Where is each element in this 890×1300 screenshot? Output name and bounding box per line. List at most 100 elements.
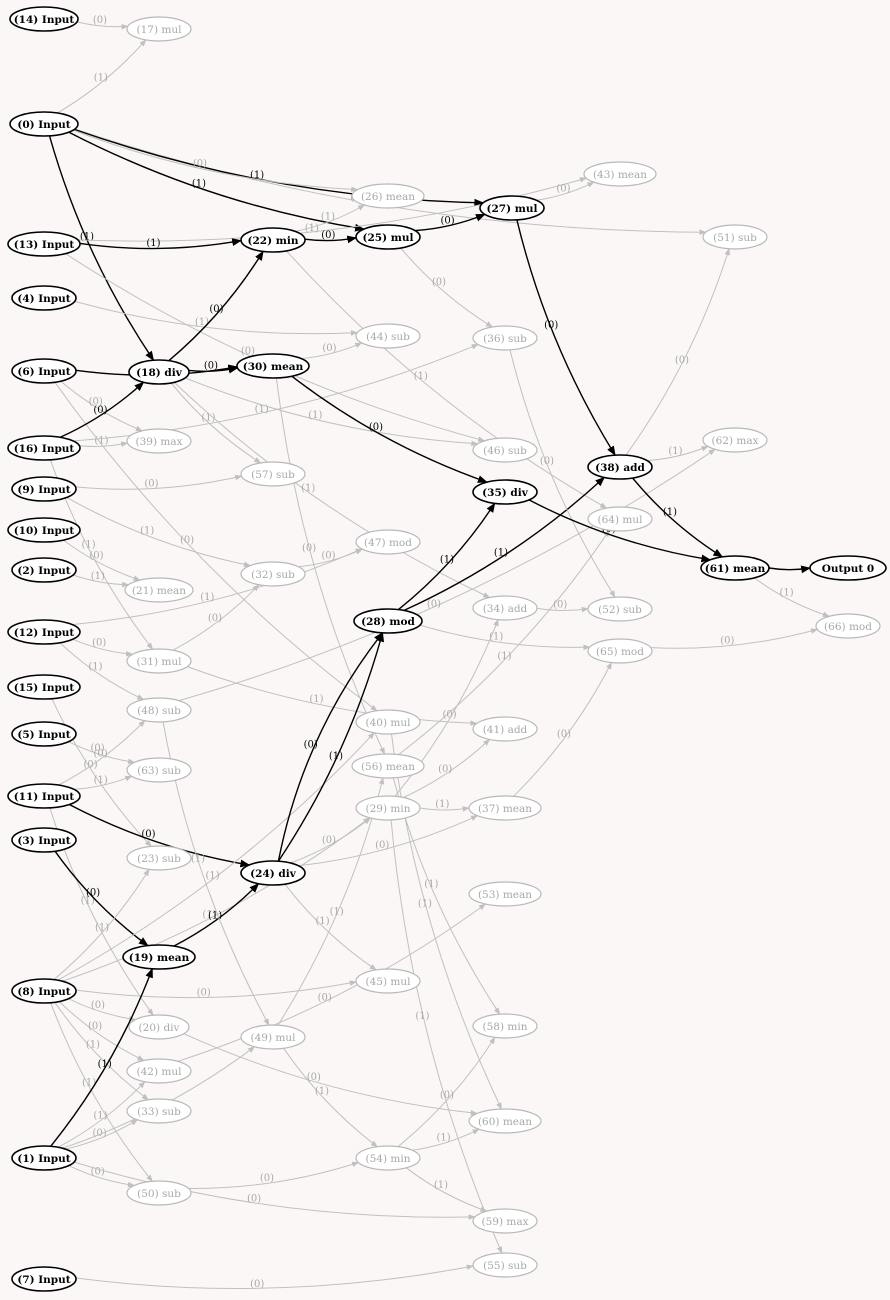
node-n11[interactable]: (11) Input bbox=[7, 783, 81, 809]
node-n54[interactable]: (54) min bbox=[355, 1145, 421, 1171]
node-label: (61) mean bbox=[705, 563, 766, 575]
node-n55[interactable]: (55) sub bbox=[472, 1252, 538, 1278]
node-n20[interactable]: (20) div bbox=[128, 1014, 190, 1040]
node-n61[interactable]: (61) mean bbox=[700, 555, 770, 581]
node-n47[interactable]: (47) mod bbox=[355, 529, 421, 555]
node-n30[interactable]: (30) mean bbox=[236, 353, 310, 379]
edge-label: (0) bbox=[443, 710, 457, 721]
node-n2[interactable]: (2) Input bbox=[11, 557, 77, 583]
node-n59[interactable]: (59) max bbox=[472, 1208, 538, 1234]
edge-n38-n62: (1) bbox=[647, 446, 709, 462]
node-n12[interactable]: (12) Input bbox=[7, 619, 81, 645]
node-n41[interactable]: (41) add bbox=[472, 716, 538, 742]
node-n53[interactable]: (53) mean bbox=[468, 881, 542, 907]
node-n1[interactable]: (1) Input bbox=[11, 1145, 77, 1171]
node-n50[interactable]: (50) sub bbox=[126, 1180, 192, 1206]
node-label: (19) mean bbox=[129, 952, 190, 964]
node-n38[interactable]: (38) add bbox=[587, 454, 653, 480]
node-n36[interactable]: (36) sub bbox=[472, 325, 538, 351]
node-n22[interactable]: (22) min bbox=[240, 227, 306, 253]
node-label: (22) min bbox=[248, 235, 299, 247]
node-n4[interactable]: (4) Input bbox=[11, 285, 77, 311]
node-n6[interactable]: (6) Input bbox=[11, 358, 77, 384]
node-n15[interactable]: (15) Input bbox=[7, 674, 81, 700]
node-n58[interactable]: (58) min bbox=[472, 1013, 538, 1039]
node-n42[interactable]: (42) mul bbox=[126, 1058, 192, 1084]
edge-n3-n19: (0) bbox=[54, 850, 149, 947]
node-n64[interactable]: (64) mul bbox=[587, 506, 653, 532]
node-n26[interactable]: (26) mean bbox=[351, 183, 425, 209]
node-n33[interactable]: (33) sub bbox=[126, 1098, 192, 1124]
edge-label: (1) bbox=[309, 694, 323, 705]
node-n35[interactable]: (35) div bbox=[472, 479, 538, 505]
node-n40[interactable]: (40) mul bbox=[355, 709, 421, 735]
node-n66[interactable]: (66) mod bbox=[815, 613, 881, 639]
node-n31[interactable]: (31) mul bbox=[126, 648, 192, 674]
node-ellipse bbox=[355, 709, 421, 735]
edge-label: (0) bbox=[197, 988, 211, 999]
node-n62[interactable]: (62) max bbox=[702, 427, 768, 453]
node-n27[interactable]: (27) mul bbox=[479, 195, 545, 221]
node-n32[interactable]: (32) sub bbox=[240, 561, 306, 587]
node-label: (37) mean bbox=[478, 803, 532, 815]
edge-line bbox=[415, 213, 486, 232]
node-n19[interactable]: (19) mean bbox=[122, 944, 196, 970]
node-n3[interactable]: (3) Input bbox=[11, 827, 77, 853]
node-n29[interactable]: (29) min bbox=[355, 795, 421, 821]
node-label: (53) mean bbox=[478, 889, 532, 901]
edge-line bbox=[398, 529, 610, 755]
node-n48[interactable]: (48) sub bbox=[126, 697, 192, 723]
node-n24[interactable]: (24) div bbox=[240, 860, 306, 886]
node-n51[interactable]: (51) sub bbox=[702, 224, 768, 250]
node-n0[interactable]: (0) Input bbox=[9, 111, 79, 137]
node-n7[interactable]: (7) Input bbox=[11, 1266, 77, 1292]
node-n16[interactable]: (16) Input bbox=[7, 435, 81, 461]
edge-line bbox=[75, 474, 243, 490]
edge-line bbox=[187, 666, 478, 726]
edge-line bbox=[403, 739, 491, 798]
node-n46[interactable]: (46) sub bbox=[472, 437, 538, 463]
node-n34[interactable]: (34) add bbox=[472, 595, 538, 621]
node-ellipse bbox=[11, 978, 77, 1004]
node-n21[interactable]: (21) mean bbox=[124, 577, 194, 603]
node-label: (3) Input bbox=[17, 835, 70, 847]
node-label: (54) min bbox=[366, 1153, 411, 1165]
edge-line bbox=[403, 476, 606, 612]
edge-line bbox=[397, 1036, 496, 1147]
edge-label: (1) bbox=[255, 404, 269, 415]
node-n8[interactable]: (8) Input bbox=[11, 978, 77, 1004]
edge-label: (0) bbox=[91, 1000, 105, 1011]
node-n43[interactable]: (43) mean bbox=[583, 161, 657, 187]
node-ellipse bbox=[126, 757, 192, 783]
node-label: (14) Input bbox=[14, 14, 75, 26]
node-n52[interactable]: (52) sub bbox=[587, 596, 653, 622]
node-n18[interactable]: (18) div bbox=[128, 359, 190, 385]
node-ellipse bbox=[472, 716, 538, 742]
node-n49[interactable]: (49) mul bbox=[240, 1024, 306, 1050]
edge-line bbox=[68, 741, 136, 765]
node-n28[interactable]: (28) mod bbox=[353, 608, 423, 634]
node-n17[interactable]: (17) mul bbox=[126, 16, 192, 42]
edge-n29-n55: (1) bbox=[390, 819, 503, 1254]
node-n25[interactable]: (25) mul bbox=[355, 224, 421, 250]
node-n13[interactable]: (13) Input bbox=[7, 231, 81, 257]
node-n39[interactable]: (39) max bbox=[126, 428, 192, 454]
node-ellipse bbox=[355, 323, 421, 349]
node-label: (52) sub bbox=[598, 604, 642, 616]
node-n60[interactable]: (60) mean bbox=[468, 1108, 542, 1134]
node-n10[interactable]: (10) Input bbox=[7, 517, 81, 543]
node-n57[interactable]: (57) sub bbox=[240, 461, 306, 487]
node-out0[interactable]: Output 0 bbox=[809, 555, 887, 581]
node-n9[interactable]: (9) Input bbox=[11, 476, 77, 502]
edge-line bbox=[400, 247, 493, 328]
edge-line bbox=[66, 496, 251, 568]
node-n65[interactable]: (65) mod bbox=[587, 638, 653, 664]
node-n14[interactable]: (14) Input bbox=[9, 6, 79, 32]
node-n5[interactable]: (5) Input bbox=[11, 721, 77, 747]
node-n37[interactable]: (37) mean bbox=[468, 795, 542, 821]
node-n23[interactable]: (23) sub bbox=[126, 845, 192, 871]
node-n56[interactable]: (56) mean bbox=[351, 753, 425, 779]
node-n63[interactable]: (63) sub bbox=[126, 757, 192, 783]
node-n45[interactable]: (45) mul bbox=[355, 968, 421, 994]
node-n44[interactable]: (44) sub bbox=[355, 323, 421, 349]
